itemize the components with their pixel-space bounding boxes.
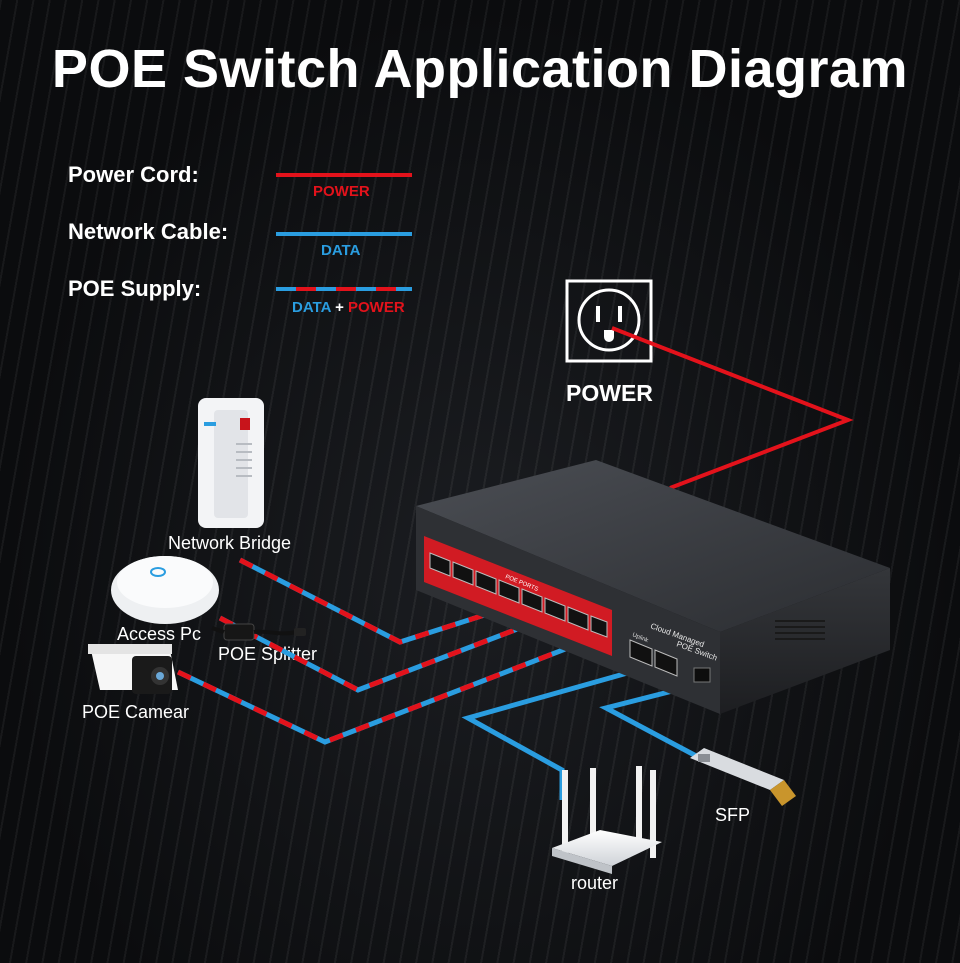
poe-cable-camera bbox=[176, 631, 605, 745]
poe-camera-label: POE Camear bbox=[82, 702, 190, 722]
uplink-port-1 bbox=[629, 639, 653, 667]
poe-camera-device bbox=[88, 644, 178, 694]
power-outlet-icon bbox=[565, 279, 653, 363]
poe-cable-network-bridge bbox=[238, 557, 501, 645]
network-bridge-device bbox=[198, 398, 264, 528]
legend-network-cable-label: Network Cable: bbox=[68, 219, 229, 244]
legend-poe-caption: DATA + POWER bbox=[292, 299, 405, 316]
poe-port-1 bbox=[429, 552, 451, 577]
poe-port-4 bbox=[498, 579, 520, 604]
poe-port-7 bbox=[567, 606, 589, 631]
poe-port-2 bbox=[452, 561, 474, 586]
router-label: router bbox=[571, 873, 619, 893]
legend-poe-caption-power: POWER bbox=[348, 299, 405, 316]
poe-splitter-device bbox=[211, 623, 306, 641]
uplink-port-2 bbox=[654, 649, 678, 677]
legend-data-caption: DATA bbox=[321, 242, 361, 259]
legend-poe-supply-label: POE Supply: bbox=[68, 276, 202, 301]
access-point-device bbox=[111, 556, 219, 624]
poe-switch: Cloud Managed POE Switch POE PORTS Uplin… bbox=[416, 460, 890, 714]
page-title: POE Switch Application Diagram bbox=[51, 39, 909, 99]
router-device bbox=[552, 766, 662, 874]
power-outlet-label: POWER bbox=[566, 380, 653, 406]
poe-splitter-label: POE Splitter bbox=[218, 644, 318, 664]
network-bridge-label: Network Bridge bbox=[168, 533, 292, 553]
poe-port-5 bbox=[521, 588, 543, 613]
legend-power-caption: POWER bbox=[313, 183, 370, 200]
poe-port-8 bbox=[590, 615, 608, 638]
poe-port-3 bbox=[475, 570, 497, 595]
poe-cable-access-point bbox=[218, 615, 547, 693]
legend-poe-caption-plus: + bbox=[335, 299, 344, 316]
legend-power-cord-label: Power Cord: bbox=[68, 162, 199, 187]
legend-poe-caption-data: DATA bbox=[292, 299, 331, 316]
sfp-module-device bbox=[690, 748, 796, 806]
power-cable bbox=[611, 326, 854, 490]
sfp-label: SFP bbox=[715, 805, 751, 825]
access-point-label: Access Pc bbox=[117, 624, 202, 644]
sfp-slot bbox=[693, 667, 711, 683]
poe-port-6 bbox=[544, 597, 566, 622]
data-cable-router bbox=[461, 665, 646, 800]
